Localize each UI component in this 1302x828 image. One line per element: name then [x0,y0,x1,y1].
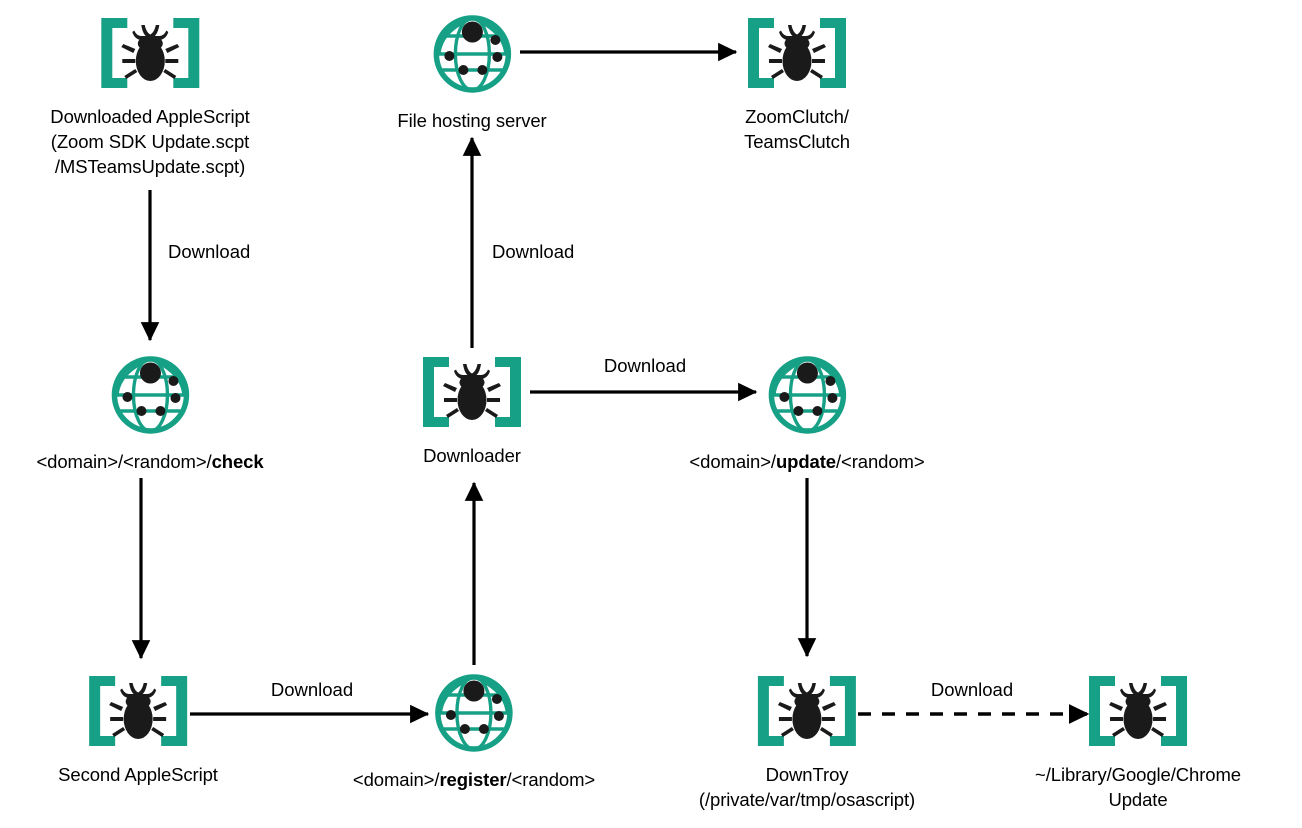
node-label: Downloader [423,445,521,466]
node-domain-random-check[interactable]: <domain>/<random>/check [36,353,264,474]
node-label: <domain>/<random>/check [36,451,264,472]
edge-label-download-downloader-to-update: Download [603,355,687,376]
edge-label-download-downtroy-to-chrome-update: Download [930,679,1014,700]
bug-bracket-icon [1085,672,1191,755]
edge-label-download-applescript-to-check: Download [168,241,251,262]
node-label: File hosting server [397,110,547,131]
node-label: Downloaded AppleScript(Zoom SDK Update.s… [50,106,250,177]
bug-bracket-icon [419,353,525,436]
node-domain-register-random[interactable]: <domain>/register/<random> [353,671,595,792]
node-label: ZoomClutch/TeamsClutch [744,106,850,152]
network-globe-icon [765,353,849,442]
node-label: Second AppleScript [58,764,218,785]
bug-bracket-icon [744,14,850,97]
edge-label-download-second-applescript-to-register: Download [270,679,354,700]
node-label: <domain>/update/<random> [689,451,925,472]
bug-bracket-icon [97,14,203,97]
network-globe-icon [432,671,516,760]
node-downloaded-applescript[interactable]: Downloaded AppleScript(Zoom SDK Update.s… [50,14,250,179]
edge-label-download-downloader-to-file-hosting: Download [492,241,575,262]
bug-bracket-icon [85,672,191,755]
node-chrome-update[interactable]: ~/Library/Google/Chrome Update [1035,672,1241,812]
node-label: ~/Library/Google/Chrome Update [1035,764,1241,810]
network-globe-icon [108,353,192,442]
node-domain-update-random[interactable]: <domain>/update/<random> [689,353,925,474]
node-file-hosting-server[interactable]: File hosting server [397,12,547,133]
node-zoomclutch-teamsclutch[interactable]: ZoomClutch/TeamsClutch [744,14,850,154]
node-second-applescript[interactable]: Second AppleScript [58,672,218,787]
node-label: <domain>/register/<random> [352,769,596,790]
bug-bracket-icon [754,672,860,755]
node-downtroy[interactable]: DownTroy(/private/var/tmp/osascript) [699,672,915,812]
network-globe-icon [430,12,514,101]
node-downloader[interactable]: Downloader [419,353,525,468]
node-label: DownTroy(/private/var/tmp/osascript) [698,764,916,810]
